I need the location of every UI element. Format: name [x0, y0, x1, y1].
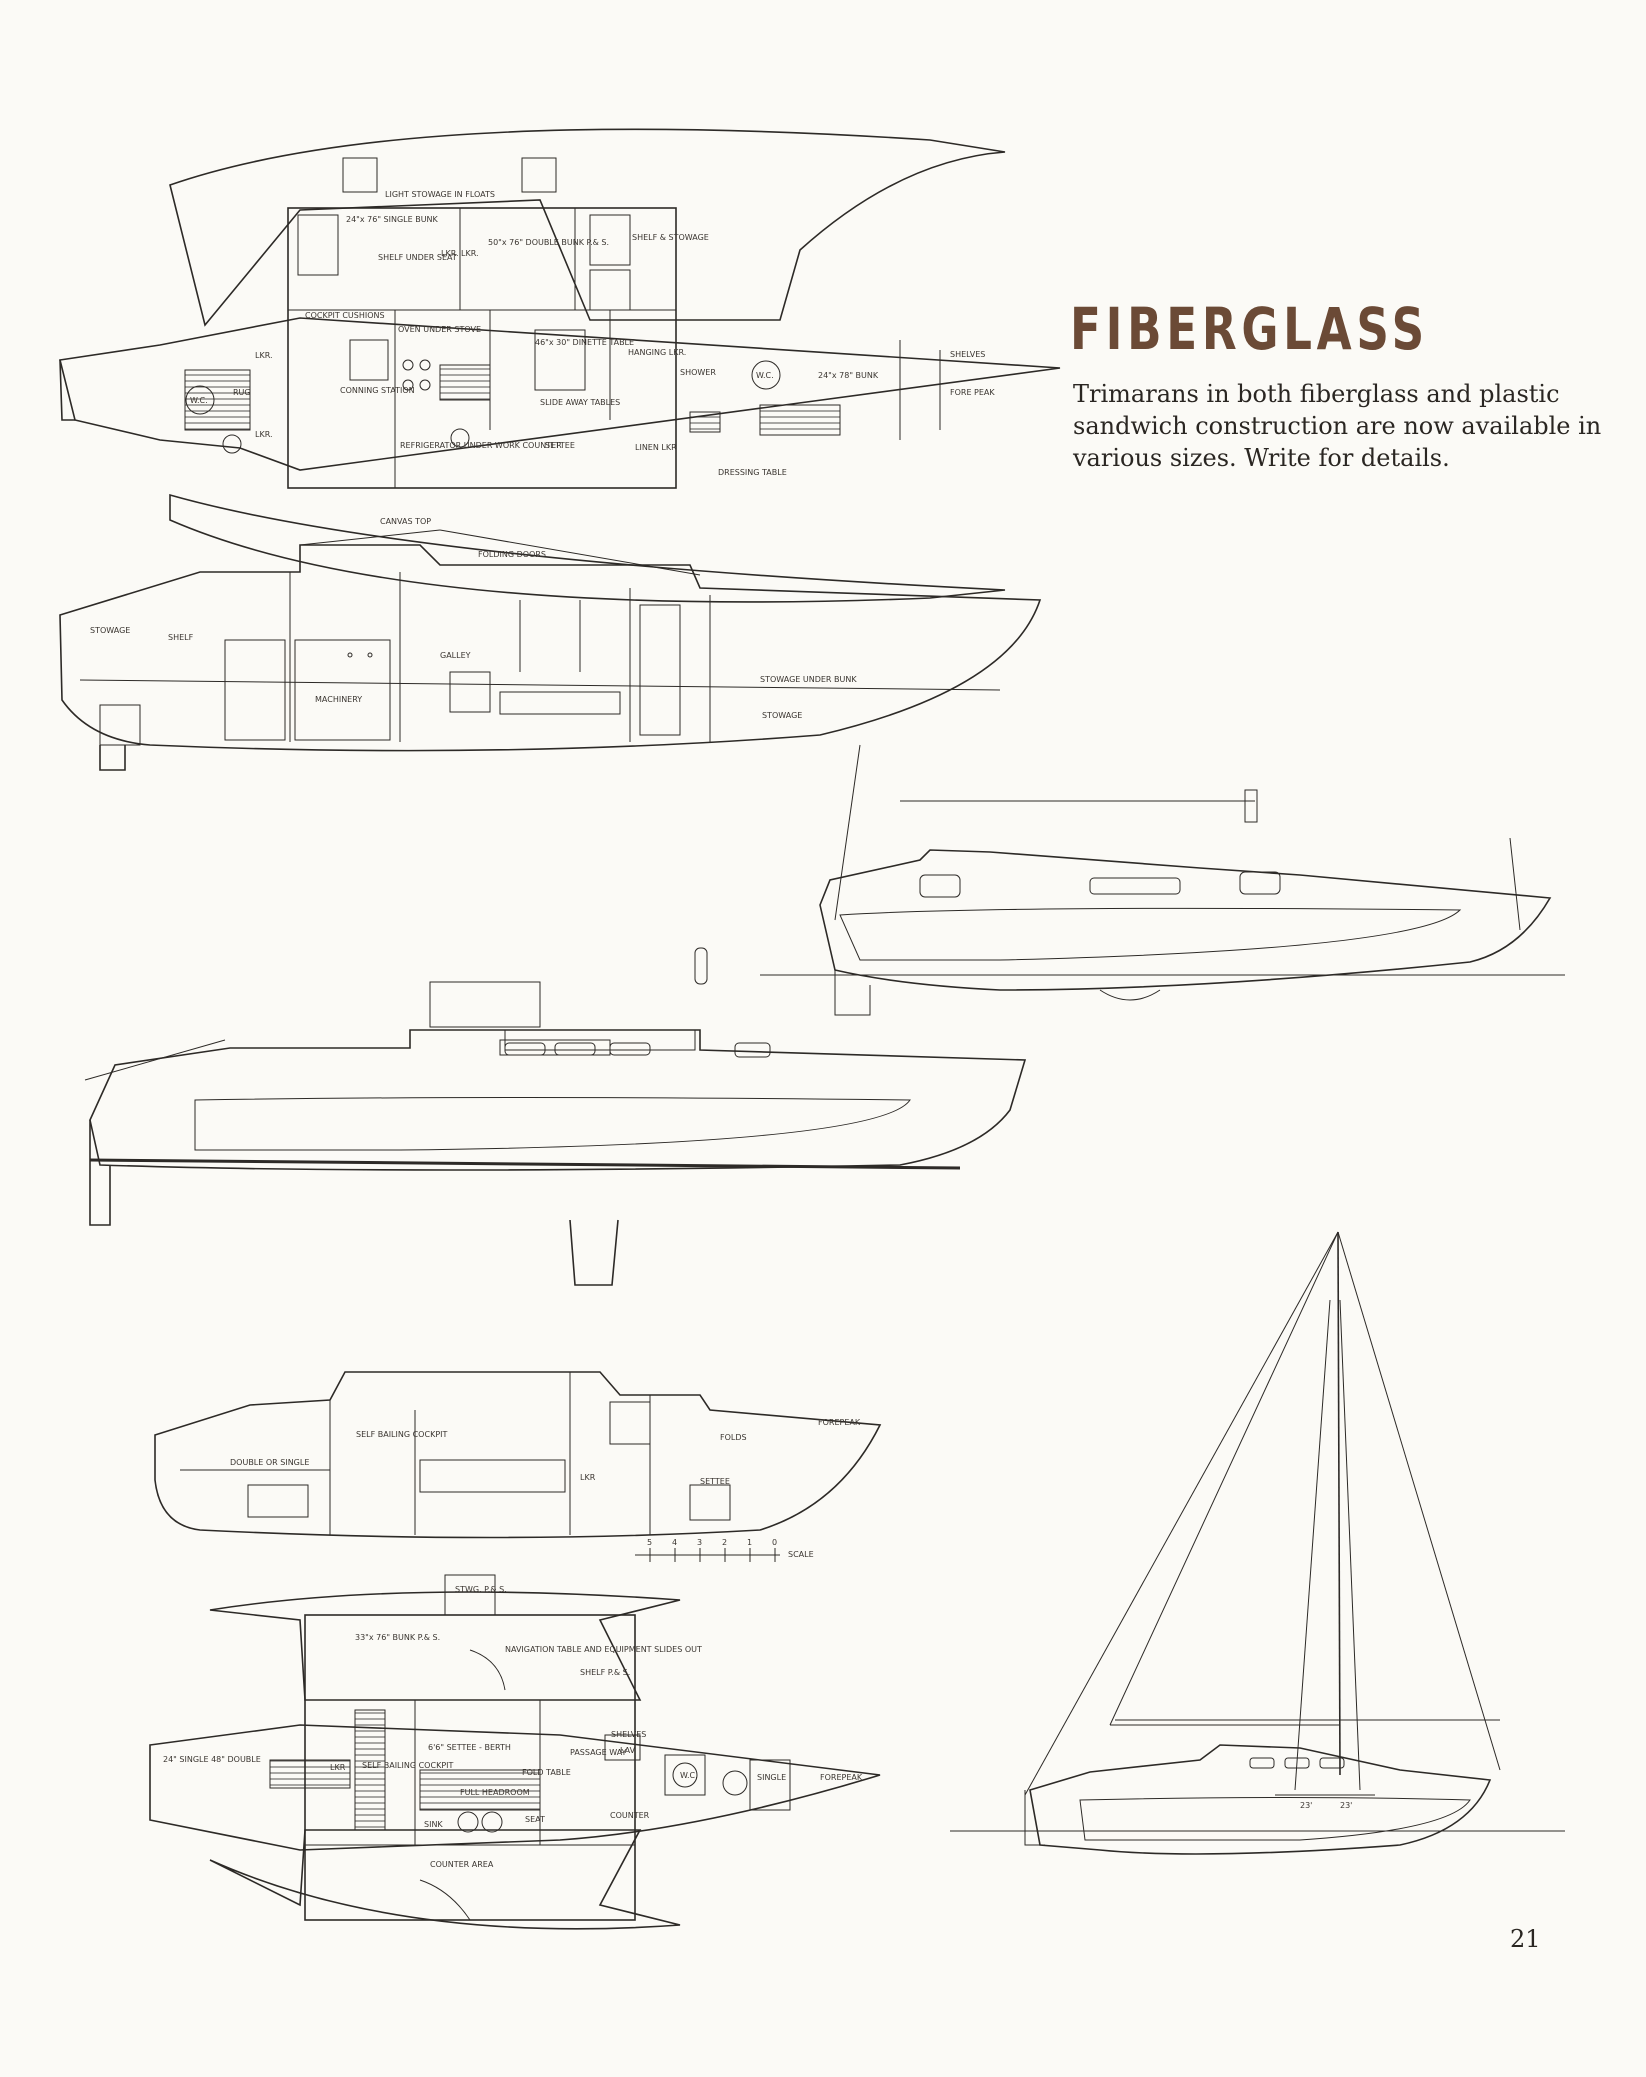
- label-settee-1: SETTEE: [545, 441, 575, 450]
- label-lkr-a: LKR.: [441, 249, 459, 258]
- label-shower: SHOWER: [680, 368, 716, 377]
- label-slide-tables: SLIDE AWAY TABLES: [540, 398, 620, 407]
- label-double-bunk: 50"x 76" DOUBLE BUNK P.& S.: [488, 238, 609, 247]
- label-lkr-plan: LKR: [330, 1763, 346, 1772]
- label-cockpit-cushions: COCKPIT CUSHIONS: [305, 311, 385, 320]
- scale-tick-0: 0: [772, 1538, 777, 1547]
- label-lav: LAV: [620, 1746, 636, 1755]
- label-rug: RUG: [233, 388, 251, 397]
- label-hanging-lkr: HANGING LKR.: [628, 348, 686, 357]
- label-lkr-aft-bottom: LKR.: [255, 430, 273, 439]
- label-shelf-under-seat: SHELF UNDER SEAT: [378, 253, 457, 262]
- accommodation-plan-large: LIGHT STOWAGE IN FLOATS 24"x 76" SINGLE …: [59, 128, 1061, 603]
- label-machinery: MACHINERY: [315, 695, 362, 704]
- label-fore-peak: FORE PEAK: [950, 388, 995, 397]
- sail-plan: 23' 23': [950, 1231, 1565, 1855]
- label-single-double: 24" SINGLE 48" DOUBLE: [163, 1755, 261, 1764]
- label-folds: FOLDS: [720, 1433, 747, 1442]
- interior-profile-small: DOUBLE OR SINGLE SELF BAILING COCKPIT LK…: [154, 1371, 882, 1562]
- label-bunk-ps: 33"x 76" BUNK P.& S.: [355, 1633, 440, 1642]
- label-light-stowage: LIGHT STOWAGE IN FLOATS: [385, 190, 495, 199]
- label-shelves: SHELVES: [950, 350, 985, 359]
- label-navigation-table: NAVIGATION TABLE AND EQUIPMENT SLIDES OU…: [505, 1645, 702, 1654]
- outboard-profile-large: [84, 947, 1027, 1286]
- label-double-or-single: DOUBLE OR SINGLE: [230, 1458, 309, 1467]
- scale-tick-4: 4: [672, 1538, 677, 1547]
- label-seat: SEAT: [525, 1815, 545, 1824]
- label-wc-fwd: W.C.: [756, 371, 774, 380]
- label-folding-doors: FOLDING DOORS: [478, 550, 546, 559]
- label-sink: SINK: [424, 1820, 443, 1829]
- label-self-bailing-2: SELF BAILING COCKPIT: [362, 1761, 453, 1770]
- label-canvas-top: CANVAS TOP: [380, 517, 431, 526]
- label-shelf: SHELF: [168, 633, 194, 642]
- page-heading: FIBERGLASS: [1070, 295, 1429, 363]
- label-dressing-table: DRESSING TABLE: [718, 468, 787, 477]
- label-lkr-aft-top: LKR.: [255, 351, 273, 360]
- label-wc-aft: W.C.: [190, 396, 208, 405]
- label-passage-way: PASSAGE WAY: [570, 1748, 627, 1757]
- label-forepeak-2: FOREPEAK: [820, 1773, 863, 1782]
- label-dim-a: 23': [1300, 1801, 1312, 1810]
- scale-tick-2: 2: [722, 1538, 727, 1547]
- label-stowage-aft: STOWAGE: [90, 626, 130, 635]
- label-self-bailing-1: SELF BAILING COCKPIT: [356, 1430, 447, 1439]
- label-galley: GALLEY: [440, 651, 471, 660]
- label-single-bunk: 24"x 76" SINGLE BUNK: [346, 215, 439, 224]
- label-lkr-section: LKR: [580, 1473, 596, 1482]
- interior-profile-large: CANVAS TOP FOLDING DOORS STOWAGE SHELF G…: [59, 517, 1042, 771]
- label-fold-table: FOLD TABLE: [522, 1768, 571, 1777]
- label-shelf-stowage: SHELF & STOWAGE: [632, 233, 709, 242]
- label-shelves-2: SHELVES: [611, 1730, 646, 1739]
- label-stowage-low: STOWAGE: [762, 711, 802, 720]
- label-counter: COUNTER: [610, 1811, 650, 1820]
- label-stwg: STWG. P.& S.: [455, 1585, 507, 1594]
- label-forepeak-1: FOREPEAK: [818, 1418, 861, 1427]
- label-dim-b: 23': [1340, 1801, 1352, 1810]
- label-settee-berth: 6'6" SETTEE - BERTH: [428, 1743, 511, 1752]
- label-lkr-b: LKR.: [461, 249, 479, 258]
- intro-paragraph: Trimarans in both fiberglass and plastic…: [1073, 380, 1602, 472]
- label-refrigerator: REFRIGERATOR UNDER WORK COUNTER: [400, 441, 562, 450]
- scale-label: SCALE: [788, 1550, 814, 1559]
- outboard-profile-small: [760, 744, 1565, 1016]
- scale-tick-5: 5: [647, 1538, 652, 1547]
- label-shelf-ps: SHELF P.& S.: [580, 1668, 630, 1677]
- scale-tick-3: 3: [697, 1538, 702, 1547]
- label-full-headroom: FULL HEADROOM: [460, 1788, 530, 1797]
- label-linen-lkr: LINEN LKR: [635, 443, 677, 452]
- label-oven: OVEN UNDER STOVE: [398, 325, 481, 334]
- scale-bar: 5 4 3 2 1 0 SCALE: [635, 1538, 814, 1562]
- page-number: 21: [1510, 1925, 1541, 1953]
- accommodation-plan-small: STWG. P.& S. 33"x 76" BUNK P.& S. NAVIGA…: [149, 1574, 881, 1930]
- label-single-2: SINGLE: [757, 1773, 786, 1782]
- label-counter-area: COUNTER AREA: [430, 1860, 494, 1869]
- label-stowage-under-bunk: STOWAGE UNDER BUNK: [760, 675, 857, 684]
- label-fwd-bunk: 24"x 78" BUNK: [818, 371, 879, 380]
- scale-tick-1: 1: [747, 1538, 752, 1547]
- label-dinette: 46"x 30" DINETTE TABLE: [535, 338, 634, 347]
- label-wc-2: W.C.: [680, 1771, 698, 1780]
- label-conning-station: CONNING STATION: [340, 386, 415, 395]
- label-settee-2: SETTEE: [700, 1477, 730, 1486]
